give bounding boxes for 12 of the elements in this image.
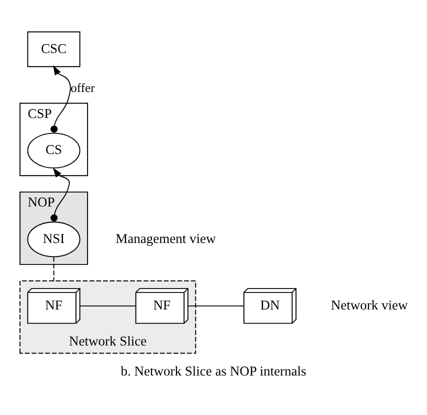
arrow (50, 65, 72, 133)
node-ellipse: CS (27, 132, 80, 168)
node-box: CSC (27, 31, 80, 68)
connector (53, 256, 54, 282)
node-ellipse: NSI (27, 222, 80, 258)
arrow (50, 168, 70, 222)
label: Management view (116, 230, 216, 246)
connector (79, 305, 136, 306)
connector (188, 305, 244, 306)
edge-label: offer (70, 81, 95, 96)
caption: b. Network Slice as NOP internals (120, 364, 306, 379)
label: Network view (330, 298, 408, 313)
